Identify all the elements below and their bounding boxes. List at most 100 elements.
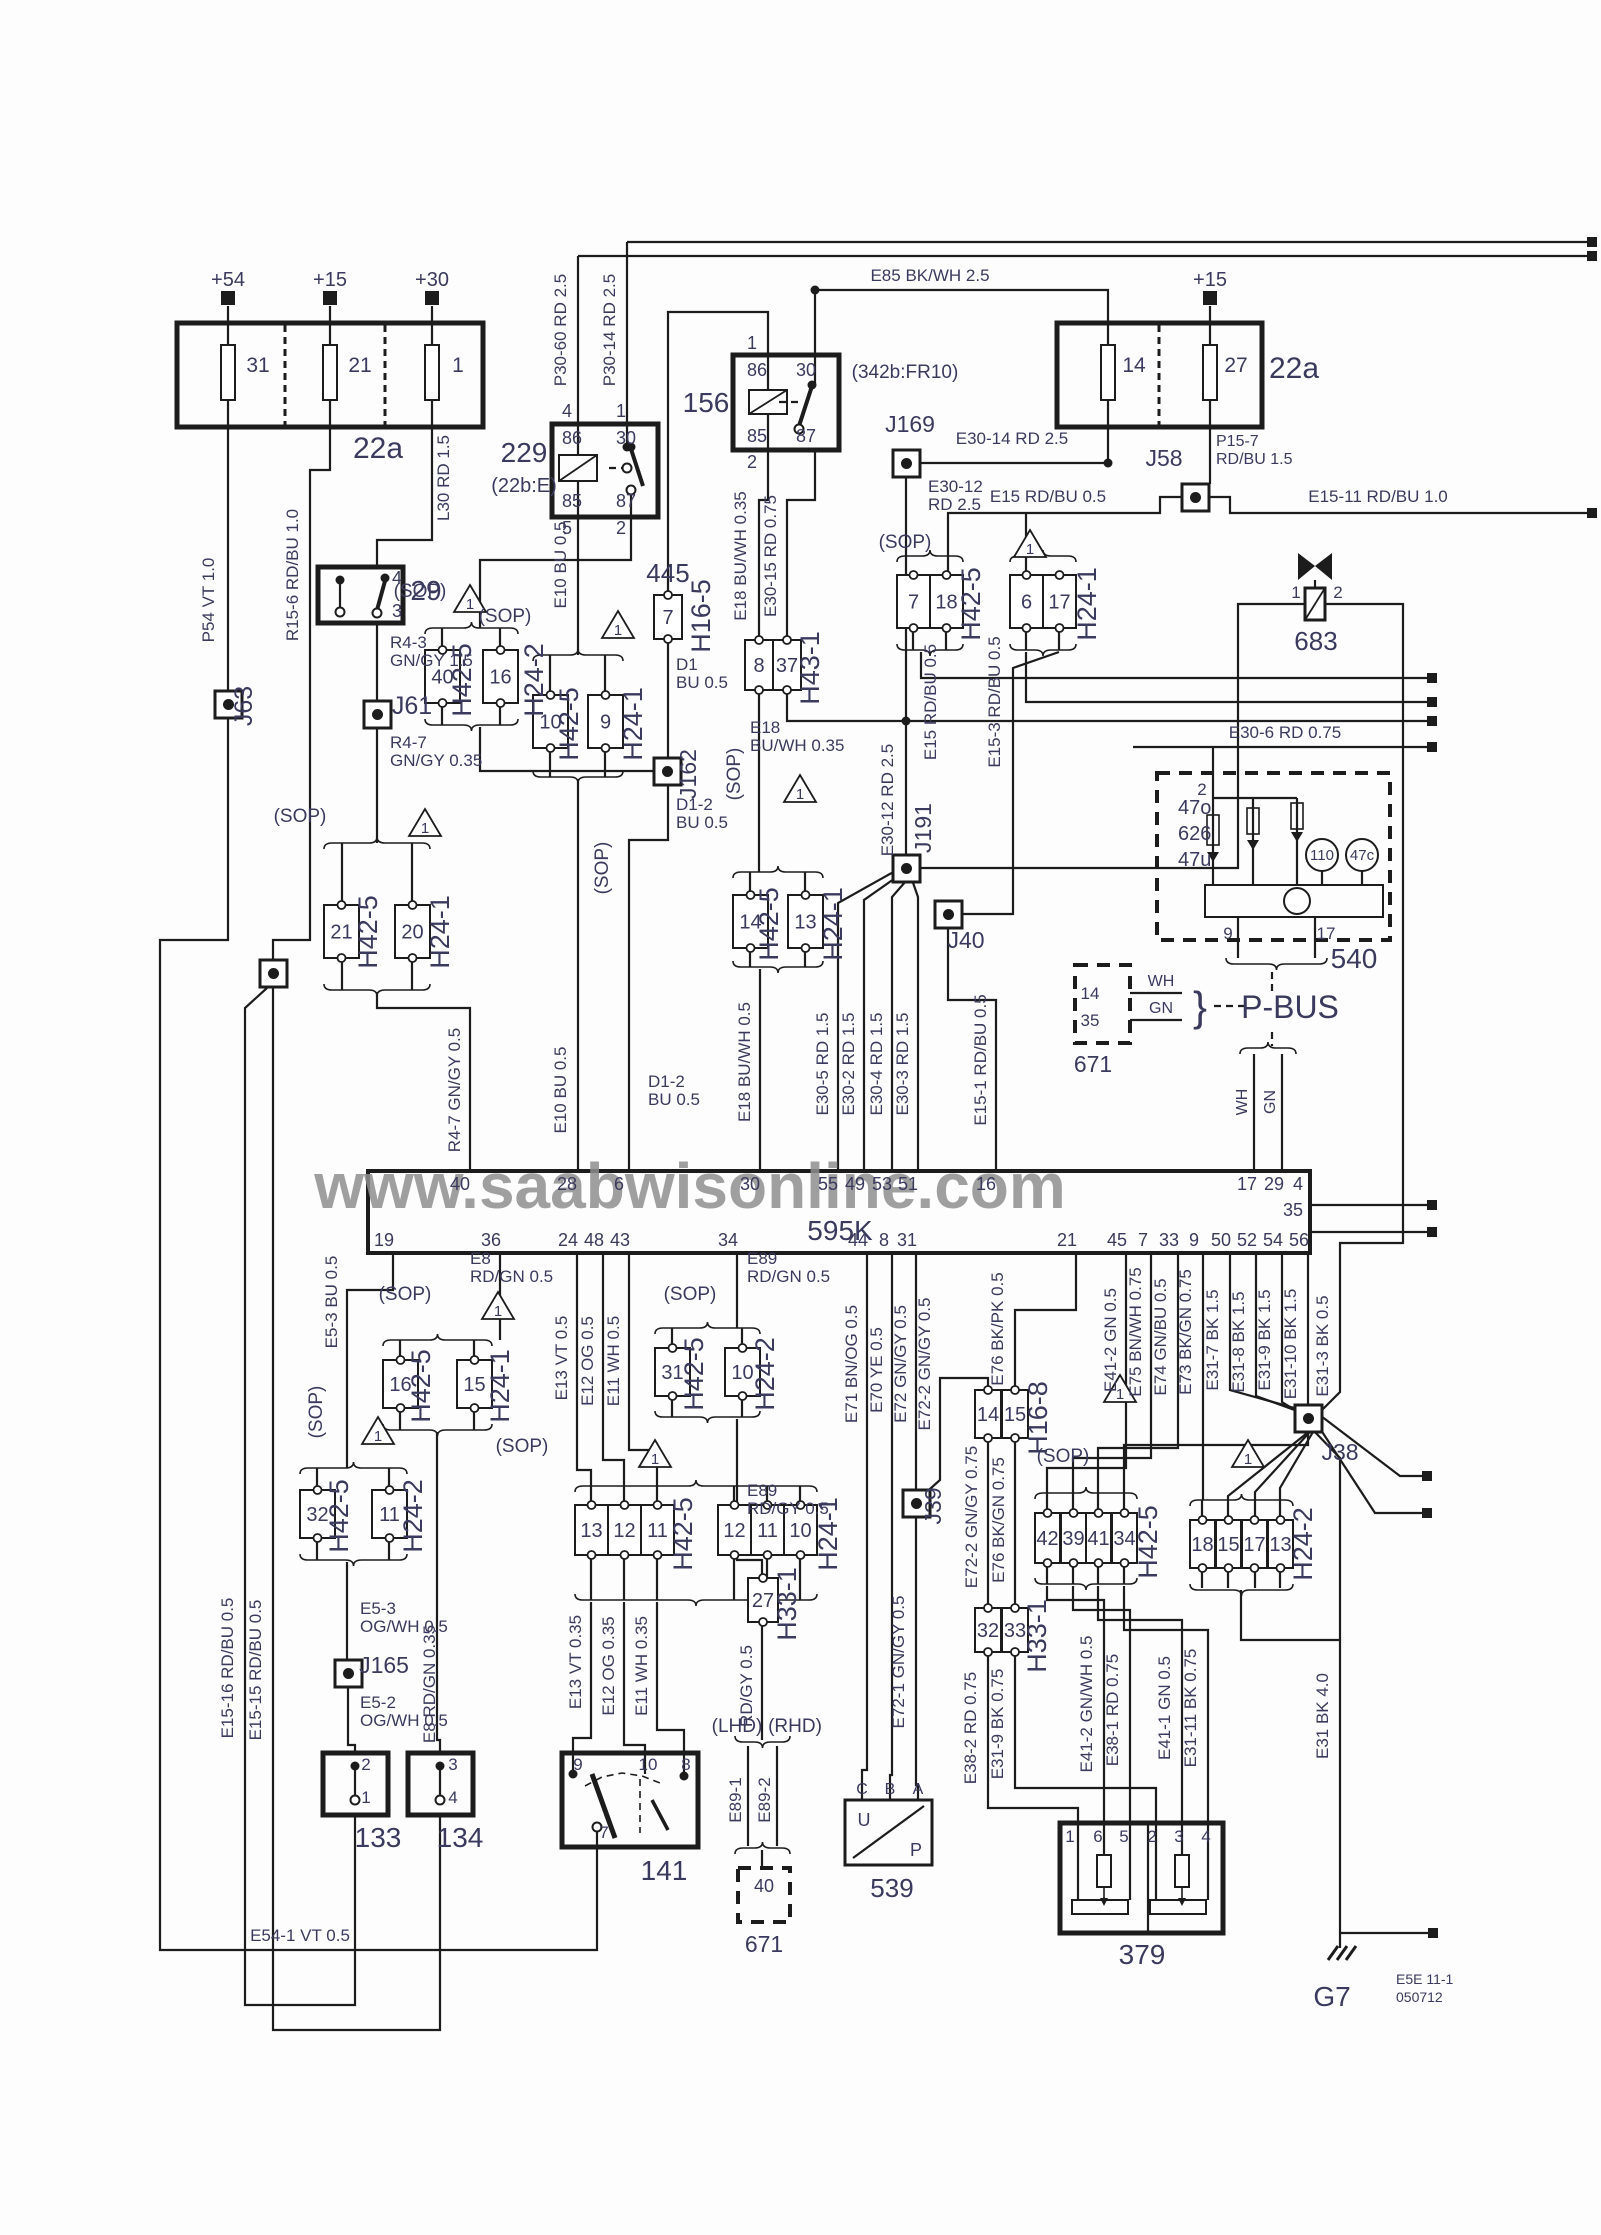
wire-43	[785, 690, 906, 723]
wire-71	[919, 602, 1305, 870]
pin-number-1: 20	[401, 922, 423, 944]
pin-circle-bot-2	[545, 743, 556, 753]
sop-brace-16	[574, 1479, 818, 1493]
label-h331-193: H33-1	[1022, 1599, 1052, 1673]
label-3-224: 3	[448, 1755, 457, 1774]
label-45-147: 45	[1107, 1230, 1127, 1250]
pin-circle-bot-11	[1054, 623, 1065, 633]
label-h241-178: H24-1	[485, 1349, 515, 1423]
warning-triangle-icon-1	[452, 583, 488, 613]
warning-triangle-number-6: 1	[374, 1428, 382, 1445]
pin-circle-top-8	[908, 570, 919, 580]
label-9-228: 9	[573, 1755, 582, 1774]
label-h331-192: H33-1	[772, 1567, 802, 1641]
contact-open-2	[334, 606, 346, 618]
pin-number-24: 10	[789, 1520, 811, 1542]
label-sop-52: (SOP)	[664, 1284, 717, 1305]
wire-54	[862, 873, 902, 1171]
junction-dot-6	[1190, 492, 1201, 503]
pin-circle-bot-28	[1010, 1433, 1020, 1443]
pin-number-19: 13	[580, 1520, 602, 1542]
sop-brace-5	[424, 718, 519, 732]
pin-circle-bot-8	[908, 623, 919, 633]
wire-138	[1013, 1253, 1078, 1390]
label-e412gnwh05-198: E41-2 GN/WH 0.5	[1077, 1636, 1096, 1773]
wire-end-terminal-7	[1427, 1200, 1437, 1210]
solid-shape-3	[1247, 840, 1259, 850]
pin-circle-top-5	[495, 645, 506, 655]
wire-161	[1226, 1425, 1317, 1520]
wire-142	[1013, 1652, 1158, 1823]
solid-shape-5	[1100, 1898, 1108, 1906]
pin-circle-top-11	[1054, 570, 1065, 580]
wire-157	[1096, 1586, 1184, 1823]
junction-dot-10	[1303, 1413, 1314, 1424]
label-4-18: 4	[562, 401, 572, 421]
wire-163	[1278, 1419, 1321, 1520]
label-gngy035-42: GN/GY 0.35	[390, 751, 482, 770]
label-rhd-217: (RHD)	[768, 1716, 822, 1737]
label-e73bkgn075-171: E73 BK/GN 0.75	[1176, 1269, 1195, 1395]
component-box-8	[559, 1750, 701, 1850]
wire-end-terminal-11	[1428, 1928, 1438, 1938]
wire-170	[1254, 1253, 1301, 1414]
pin-circle-bot-6	[745, 943, 756, 953]
pin-circle-bot-36	[1275, 1563, 1286, 1573]
warning-triangle-icon-0	[600, 609, 636, 639]
pin-circle-bot-30	[1068, 1558, 1079, 1568]
component-box-10	[1057, 1820, 1226, 1936]
pin-number-31: 41	[1087, 1528, 1109, 1550]
component-box-19	[1246, 807, 1260, 835]
sop-brace-4	[424, 621, 519, 635]
label-4-35: 4	[392, 568, 402, 588]
pin-number-7: 13	[794, 912, 816, 934]
label-e1515rdbu05-204: E15-15 RD/BU 0.5	[246, 1600, 265, 1741]
wire-55	[836, 869, 898, 1171]
component-box-11	[1303, 586, 1327, 622]
contact-open-1	[793, 423, 805, 435]
label-30-30: 30	[796, 360, 816, 380]
label-r43-37: R4-3	[390, 633, 427, 652]
warning-triangle-number-5: 1	[494, 1303, 502, 1320]
label-2-242: 2	[1147, 1827, 1156, 1846]
junction-box-2	[258, 958, 289, 989]
label-30-21: 30	[616, 428, 636, 448]
label-e304rd15-119: E30-4 RD 1.5	[867, 1013, 886, 1116]
contact-dot-10	[1103, 458, 1113, 468]
label--108: }	[1193, 983, 1207, 1030]
label-gn-111: GN	[1262, 1090, 1279, 1114]
label-e302rd15-118: E30-2 RD 1.5	[839, 1013, 858, 1116]
lamp-icon-1	[1345, 838, 1379, 872]
label-1-223: 1	[361, 1788, 370, 1807]
pin-circle-bot-15	[395, 1403, 406, 1413]
label-e318bk15-173: E31-8 BK 1.5	[1229, 1291, 1248, 1392]
contact-dot-2	[807, 380, 817, 390]
pin-number-2: 10	[539, 712, 561, 734]
wire-end-terminal-10	[1422, 1508, 1432, 1518]
component-box-18	[1206, 814, 1220, 846]
label-p3060rd25-14: P30-60 RD 2.5	[551, 274, 570, 386]
pin-circle-bot-7	[800, 943, 811, 953]
wire-30	[478, 517, 633, 628]
pin-circle-top-30	[1068, 1508, 1079, 1518]
label-595k-122: 595K	[807, 1215, 873, 1246]
label-e305rd15-117: E30-5 RD 1.5	[813, 1013, 832, 1116]
sop-brace-6	[732, 865, 824, 879]
label-540-102: 540	[1331, 943, 1378, 974]
label-h241-63: H24-1	[1072, 567, 1102, 641]
contact-dot-8	[679, 1771, 689, 1781]
pin-number-32: 34	[1113, 1528, 1135, 1550]
wire-56	[909, 876, 920, 1171]
pin-circle-top-34	[1223, 1515, 1234, 1525]
pin-number-27: 14	[977, 1404, 999, 1426]
pin-circle-top-39	[1010, 1603, 1020, 1613]
wire-158	[1122, 1586, 1210, 1823]
label-31-145: 31	[897, 1230, 917, 1250]
pin-circle-top-26	[737, 1343, 748, 1353]
pinbox-14-6	[732, 894, 769, 949]
label-33-149: 33	[1159, 1230, 1179, 1250]
contact-dot-0	[901, 716, 911, 726]
label-+30-2: +30	[415, 269, 449, 291]
pin-circle-top-35	[1249, 1515, 1260, 1525]
